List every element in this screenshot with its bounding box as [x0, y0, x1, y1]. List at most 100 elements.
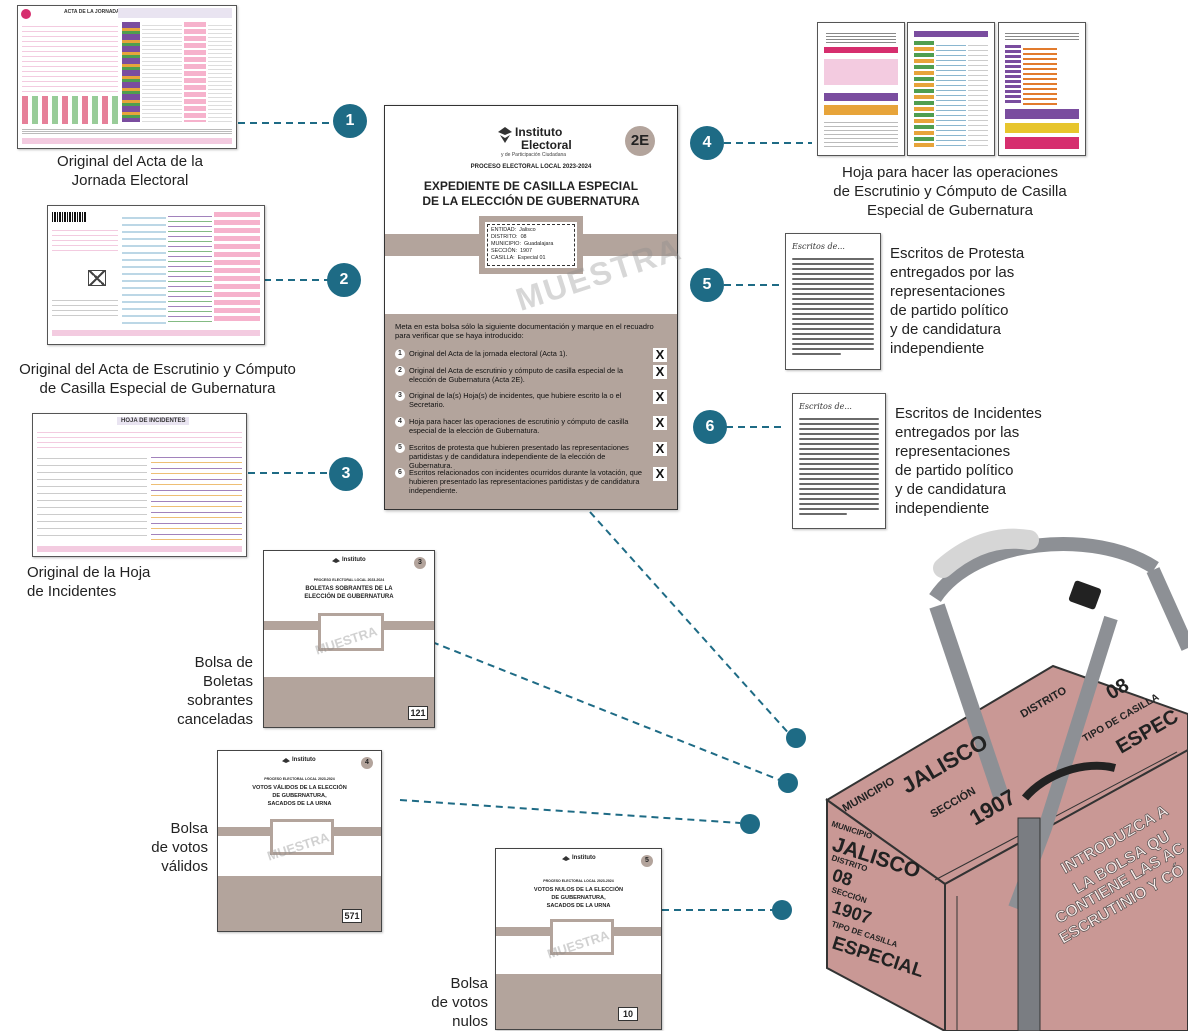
checklist-checkbox[interactable]: X — [653, 365, 667, 379]
logo-line-3: y de Participación Ciudadana — [501, 152, 567, 158]
hoja-incidentes-caption: Original de la Hoja de Incidentes — [27, 564, 151, 600]
checklist-number: 4 — [395, 417, 405, 427]
casilla-field-label: CASILLA: — [491, 255, 515, 261]
acta-jornada-thumbnail: ACTA DE LA JORNADA ELECTORAL — [17, 5, 237, 149]
bag-title-line-1: VOTOS NULOS DE LA ELECCIÓN — [533, 887, 624, 893]
bag-logo: Instituto — [292, 757, 316, 763]
connector-dot-expediente — [786, 728, 806, 748]
bag-title-line-1: VOTOS VÁLIDOS DE LA ELECCIÓN — [252, 785, 347, 791]
casilla-field-label: ENTIDAD: — [491, 227, 517, 233]
bag-badge: 4 — [361, 757, 373, 769]
envelope-title-line-1: EXPEDIENTE DE CASILLA ESPECIAL — [423, 179, 639, 193]
checklist-checkbox[interactable]: X — [653, 416, 667, 430]
checklist-number: 3 — [395, 391, 405, 401]
hoja-operaciones-page-3 — [998, 22, 1086, 156]
hoja-incidentes-thumbnail: HOJA DE INCIDENTES — [32, 413, 247, 557]
bag-title-line-2: ELECCIÓN DE GUBERNATURA — [304, 594, 394, 600]
expediente-envelope: Instituto Electoral y de Participación C… — [384, 105, 686, 510]
acta-jornada-title: ACTA DE LA JORNADA ELECTORAL — [64, 9, 152, 15]
escritos-incidentes-caption: Escritos de Incidentes entregados por la… — [895, 405, 1042, 517]
casilla-field: SECCIÓN:1907 — [491, 248, 553, 255]
bag-logo: Instituto — [342, 557, 366, 563]
electoral-box-illustration: MUNICIPIO JALISCO SECCIÓN 1907 DISTRITO … — [825, 528, 1188, 1031]
checklist-checkbox[interactable]: X — [653, 467, 667, 481]
casilla-field: CASILLA:Especial 01 — [491, 255, 553, 262]
checklist-text: Escritos relacionados con incidentes ocu… — [409, 468, 642, 495]
bag-boletas-caption: Bolsa de Boletas sobrantes canceladas — [177, 654, 253, 728]
bag-boletas-sobrantes: Instituto 3 PROCESO ELECTORAL LOCAL 2023… — [263, 550, 435, 728]
bag-count: 121 — [408, 706, 428, 720]
envelope-process: PROCESO ELECTORAL LOCAL 2023-2024 — [470, 164, 592, 170]
escritos-protesta-caption: Escritos de Protesta entregados por las … — [890, 245, 1025, 357]
casilla-field: ENTIDAD:Jalisco — [491, 227, 553, 234]
bag-badge: 3 — [414, 557, 426, 569]
envelope-title-line-2: DE LA ELECCIÓN DE GUBERNATURA — [422, 194, 640, 208]
doc-number-badge — [21, 9, 31, 19]
casilla-field: MUNICIPIO:Guadalajara — [491, 241, 553, 248]
logo-line-2: Electoral — [521, 138, 572, 152]
checklist-number: 6 — [395, 468, 405, 478]
step-number-6: 6 — [693, 410, 727, 444]
checklist-text: Original de la(s) Hoja(s) de incidentes,… — [409, 391, 622, 409]
acta-jornada-caption: Original del Acta de la Jornada Electora… — [57, 153, 203, 189]
bag-count: 10 — [618, 1007, 638, 1021]
checklist-text: Escritos de protesta que hubieren presen… — [409, 443, 629, 470]
checklist-checkbox[interactable]: X — [653, 348, 667, 362]
casilla-field-value: 1907 — [520, 248, 533, 254]
step-number-5: 5 — [690, 268, 724, 302]
casilla-field-label: DISTRITO: — [491, 234, 518, 240]
acta-escrutinio-caption: Original del Acta de Escrutinio y Cómput… — [19, 361, 296, 397]
bag-badge: 5 — [641, 855, 653, 867]
bag-title-line-1: BOLETAS SOBRANTES DE LA — [305, 586, 393, 592]
checklist-text: Original del Acta de la jornada electora… — [409, 349, 568, 358]
casilla-field-value: Jalisco — [519, 227, 536, 233]
logo-line-1: Instituto — [515, 125, 563, 139]
step-number-4: 4 — [690, 126, 724, 160]
connector-dot-validos — [740, 814, 760, 834]
casilla-field-value: Especial 01 — [517, 255, 546, 261]
escritos-protesta-heading: Escritos de... — [792, 242, 845, 251]
escritos-incidentes-thumbnail: Escritos de... — [792, 393, 886, 529]
iepc-logo-icon — [562, 856, 570, 861]
checklist-number: 2 — [395, 366, 405, 376]
step-number-2: 2 — [327, 263, 361, 297]
iepc-logo-icon — [282, 758, 290, 763]
iepc-logo-icon — [497, 126, 513, 144]
bag-process: PROCESO ELECTORAL LOCAL 2023-2024 — [264, 777, 335, 781]
bag-votos-validos: Instituto 4 PROCESO ELECTORAL LOCAL 2023… — [217, 750, 382, 932]
escritos-incidentes-heading: Escritos de... — [799, 402, 852, 411]
connector-dot-boletas — [778, 773, 798, 793]
checklist-text: Hoja para hacer las operaciones de escru… — [409, 417, 629, 435]
connector-dot-nulos — [772, 900, 792, 920]
checklist-checkbox[interactable]: X — [653, 390, 667, 404]
bag-title-line-2: DE GUBERNATURA, — [272, 793, 327, 799]
bag-process: PROCESO ELECTORAL LOCAL 2023-2024 — [313, 578, 385, 582]
bag-votos-nulos: Instituto 5 PROCESO ELECTORAL LOCAL 2023… — [495, 848, 662, 1030]
envelope-badge: 2E — [625, 126, 655, 156]
step-number-1: 1 — [333, 104, 367, 138]
checklist-number: 5 — [395, 443, 405, 453]
hoja-operaciones-page-2 — [907, 22, 995, 156]
bag-count: 571 — [342, 909, 362, 923]
checklist-text: Original del Acta de escrutinio y cómput… — [409, 366, 624, 384]
acta-escrutinio-thumbnail — [47, 205, 265, 345]
checklist-checkbox[interactable]: X — [653, 442, 667, 456]
bag-title-line-3: SACADOS DE LA URNA — [546, 903, 611, 909]
bag-title-line-2: DE GUBERNATURA, — [551, 895, 606, 901]
casilla-field: DISTRITO:08 — [491, 234, 553, 241]
escritos-protesta-thumbnail: Escritos de... — [785, 233, 881, 370]
bag-process: PROCESO ELECTORAL LOCAL 2023-2024 — [543, 879, 614, 883]
bag-logo: Instituto — [572, 855, 596, 861]
iepc-logo-icon — [332, 558, 340, 563]
envelope-instructions: Meta en esta bolsa sólo la siguiente doc… — [395, 322, 654, 340]
step-number-3: 3 — [329, 457, 363, 491]
casilla-field-value: 08 — [520, 234, 527, 240]
hoja-incidentes-title: HOJA DE INCIDENTES — [117, 417, 190, 425]
casilla-field-value: Guadalajara — [523, 241, 554, 247]
casilla-field-label: MUNICIPIO: — [491, 241, 521, 247]
hoja-operaciones-caption: Hoja para hacer las operaciones de Escru… — [833, 164, 1067, 219]
envelope-lower-panel — [385, 314, 677, 509]
checklist-number: 1 — [395, 349, 405, 359]
